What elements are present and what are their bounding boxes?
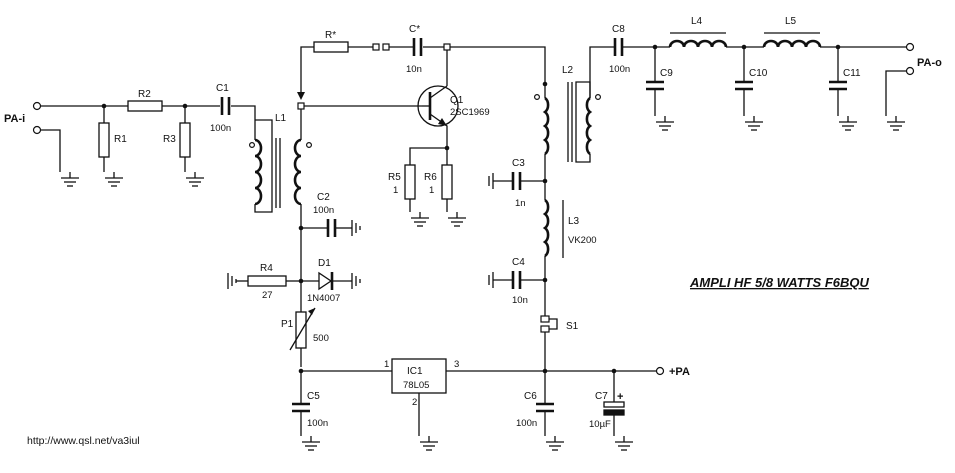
potentiometer-p1: P1 500	[281, 307, 329, 351]
resistor-rstar: R*	[313, 30, 349, 53]
c9-label: C9	[660, 68, 673, 79]
capacitor-cstar: C* 10n	[406, 24, 423, 75]
jumper-s1: S1	[540, 315, 579, 333]
capacitor-c5: C5 100n	[292, 371, 328, 451]
c3-value: 1n	[515, 198, 526, 209]
c7-value: 10µF	[589, 419, 611, 430]
regulator-ic1: IC1 78L05 1 2 3	[384, 358, 459, 451]
capacitor-c11: C11	[829, 47, 861, 131]
c2-label: C2	[317, 192, 330, 203]
capacitor-c6: C6 100n	[516, 371, 565, 451]
r2-label: R2	[138, 89, 151, 100]
capacitor-c1: C1 100n	[210, 83, 231, 134]
r5-label: R5	[388, 172, 401, 183]
r6-label: R6	[424, 172, 437, 183]
r4-label: R4	[260, 263, 273, 274]
capacitor-c10: C10	[735, 47, 768, 131]
r6-value: 1	[429, 185, 434, 196]
inductor-l5: L5	[762, 16, 822, 48]
p1-value: 500	[313, 333, 329, 344]
ic1-label: IC1	[407, 366, 423, 377]
q1-label: Q1	[450, 95, 464, 106]
ic1-pin3: 3	[454, 359, 459, 370]
inductor-l4: L4	[668, 16, 728, 48]
resistor-r4: R4 27	[227, 263, 301, 301]
input-terminal: PA-i	[4, 101, 42, 135]
p1-label: P1	[281, 319, 294, 330]
resistor-r1: R1	[98, 106, 127, 187]
r1-label: R1	[114, 134, 127, 145]
cstar-label: C*	[409, 24, 420, 35]
c6-value: 100n	[516, 418, 537, 429]
c7-label: C7	[595, 391, 608, 402]
d1-value: 1N4007	[307, 293, 340, 304]
capacitor-c4: C4 10n	[488, 257, 545, 306]
c4-label: C4	[512, 257, 525, 268]
q1-value: 2SC1969	[450, 107, 490, 118]
rstar-label: R*	[325, 30, 336, 41]
c8-label: C8	[612, 24, 625, 35]
capacitor-c8: C8 100n	[609, 24, 630, 75]
ic1-pin1: 1	[384, 359, 389, 370]
output-terminal: PA-o	[885, 42, 942, 131]
c11-label: C11	[843, 68, 861, 79]
capacitor-c3: C3 1n	[488, 158, 545, 209]
source-url: http://www.qsl.net/va3iul	[27, 435, 140, 447]
c5-value: 100n	[307, 418, 328, 429]
c2-value: 100n	[313, 205, 334, 216]
l3-label: L3	[568, 216, 580, 227]
capacitor-c9: C9	[646, 47, 675, 131]
c3-label: C3	[512, 158, 525, 169]
choke-l3: L3 VK200	[542, 198, 597, 258]
transformer-l2: L2	[533, 65, 601, 168]
r5-value: 1	[393, 185, 398, 196]
l5-label: L5	[785, 16, 797, 27]
r4-value: 27	[262, 290, 273, 301]
transistor-q1: Q1 2SC1969	[417, 85, 490, 148]
resistor-r2: R2	[127, 89, 163, 112]
l1-label: L1	[275, 113, 287, 124]
supply-terminal: +PA	[655, 366, 690, 378]
capacitor-c2: C2 100n	[301, 192, 361, 237]
resistor-r5: R5 1	[388, 164, 430, 227]
l4-label: L4	[691, 16, 703, 27]
c6-label: C6	[524, 391, 537, 402]
c5-label: C5	[307, 391, 320, 402]
s1-label: S1	[566, 321, 579, 332]
c1-label: C1	[216, 83, 229, 94]
transformer-l1: L1	[249, 113, 313, 213]
c10-label: C10	[749, 68, 768, 79]
c4-value: 10n	[512, 295, 528, 306]
resistor-r6: R6 1	[424, 164, 467, 227]
output-terminal-label: PA-o	[917, 57, 942, 69]
cstar-value: 10n	[406, 64, 422, 75]
supply-terminal-label: +PA	[669, 366, 690, 378]
capacitor-c7: C7 + 10µF	[589, 371, 634, 451]
ic1-value: 78L05	[403, 380, 429, 391]
c7-polarity: +	[617, 391, 623, 403]
resistor-r3: R3	[163, 106, 205, 187]
ic1-pin2: 2	[412, 397, 417, 408]
diode-d1: D1 1N4007	[301, 258, 361, 304]
input-terminal-label: PA-i	[4, 113, 25, 125]
l3-value: VK200	[568, 235, 597, 246]
c8-value: 100n	[609, 64, 630, 75]
l2-label: L2	[562, 65, 574, 76]
d1-label: D1	[318, 258, 331, 269]
r3-label: R3	[163, 134, 176, 145]
c1-value: 100n	[210, 123, 231, 134]
schematic-title: AMPLI HF 5/8 WATTS F6BQU	[689, 275, 869, 290]
